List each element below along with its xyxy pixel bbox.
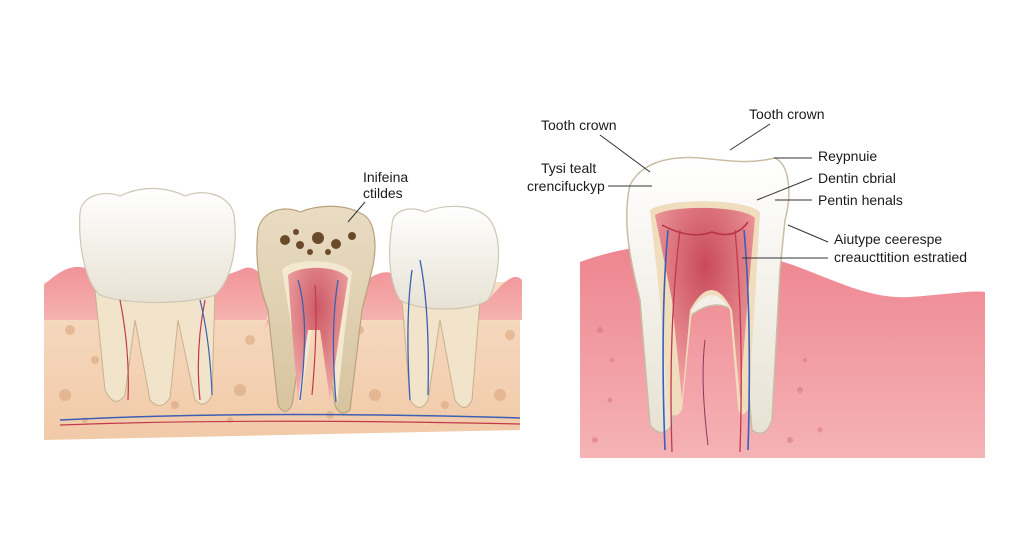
label-crencifuckyp: crencifuckyp <box>527 178 605 194</box>
decayed-tooth <box>256 205 376 414</box>
label-dentin-cbrial: Dentin cbrial <box>818 170 896 186</box>
label-creaucttition: creaucttition estratied <box>834 249 967 265</box>
label-tooth-crown-left: Tooth crown <box>541 117 616 133</box>
healthy-tooth <box>389 205 500 408</box>
label-tooth-crown-top: Tooth crown <box>749 106 824 122</box>
nerve-red <box>59 420 521 426</box>
bone-texture <box>59 325 515 423</box>
left-jaw-section: Inifeina ctildes <box>44 169 522 440</box>
label-aiutype: Aiutype ceerespe <box>834 231 942 247</box>
cross-section-tooth <box>625 156 790 453</box>
right-cross-section: Tooth crown Tooth crown Tysi tealt crenc… <box>527 106 985 458</box>
callout-line-2: ctildes <box>363 185 403 201</box>
callout-leader <box>347 201 366 223</box>
nerve-blue <box>59 413 521 421</box>
label-tysi-tealt: Tysi tealt <box>541 160 596 176</box>
decay-spots <box>280 229 356 255</box>
molar-tooth <box>79 187 236 406</box>
gum-texture <box>592 327 823 443</box>
callout-line-1: Inifeina <box>363 169 408 185</box>
label-reypnuie: Reypnuie <box>818 148 877 164</box>
label-pentin-henals: Pentin henals <box>818 192 903 208</box>
